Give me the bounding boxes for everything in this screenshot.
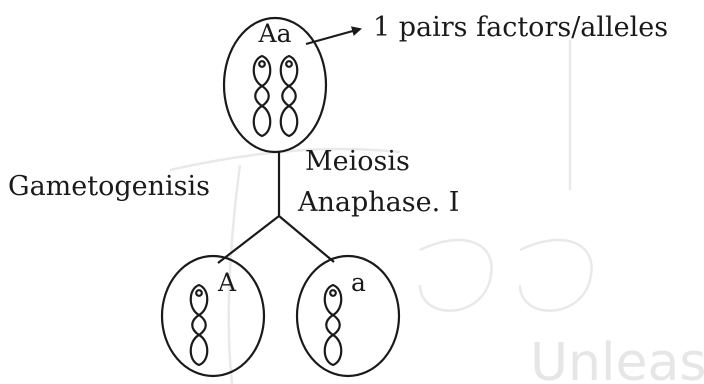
process-label: Gametogenisis — [8, 171, 210, 202]
annotation-arrow — [305, 26, 362, 46]
parent-genotype: Aa — [258, 19, 292, 48]
gamete-left-allele: A — [217, 268, 237, 297]
gamete-cell-right: a — [295, 254, 401, 378]
division-lines — [217, 152, 335, 264]
parent-cell: Aa — [222, 16, 328, 154]
watermark-text: Unleash — [530, 333, 704, 384]
gamete-cell-left: A — [160, 254, 266, 378]
stage-label-line1: Meiosis — [305, 146, 410, 177]
watermark: Unleash — [169, 40, 704, 384]
stage-label-line2: Anaphase. I — [297, 187, 459, 218]
gamete-right-allele: a — [351, 268, 366, 297]
annotation-label: 1 pairs factors/alleles — [373, 12, 668, 43]
